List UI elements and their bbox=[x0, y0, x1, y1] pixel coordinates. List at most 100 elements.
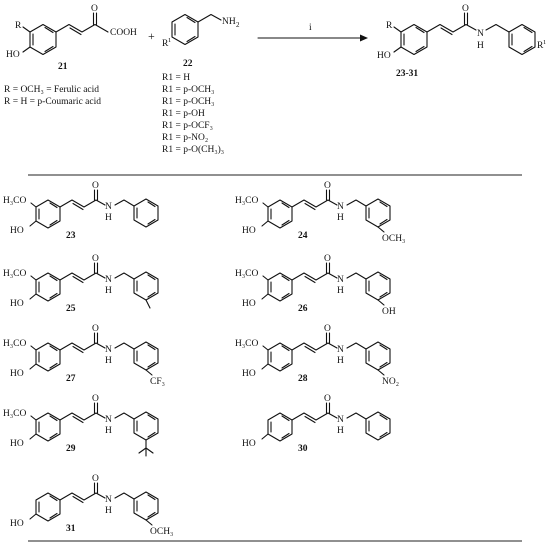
amide-h-label: H bbox=[337, 356, 344, 366]
compound-number: 31 bbox=[66, 524, 76, 534]
amide-n-label: N bbox=[105, 345, 112, 355]
compound-number: 28 bbox=[298, 374, 308, 384]
amine-r1-label: R bbox=[162, 39, 169, 49]
compound-skeleton bbox=[261, 332, 391, 372]
ho-label: HO bbox=[6, 50, 20, 60]
benzylamine-structure: NH 2 R 1 22 bbox=[162, 13, 240, 69]
amide-h-label: H bbox=[105, 506, 112, 516]
methyl-bond bbox=[145, 299, 151, 309]
reagent-label: i bbox=[309, 23, 312, 33]
reaction-arrow: i bbox=[257, 23, 368, 42]
methoxy-bond bbox=[30, 345, 37, 351]
compound-skeleton bbox=[29, 332, 159, 372]
acid-compound-number: 21 bbox=[58, 62, 68, 72]
para-substituent-label: CF₃ bbox=[150, 377, 165, 387]
amide-h-label: H bbox=[337, 286, 344, 296]
carbonyl-oxygen-label: O bbox=[324, 394, 331, 404]
carbonyl-oxygen-label: O bbox=[324, 181, 331, 191]
product-r1-superscript: 1 bbox=[543, 39, 546, 46]
cooh-label: COOH bbox=[110, 28, 137, 38]
hydroxy-label: HO bbox=[242, 369, 256, 379]
methoxy-label: H₃CO bbox=[235, 196, 259, 206]
amine-nh-label: NH bbox=[222, 17, 236, 27]
compound-skeleton bbox=[261, 262, 391, 302]
r-definition-ferulic: R = OCH₃ = Ferulic acid bbox=[4, 85, 99, 95]
compound-number: 26 bbox=[298, 304, 308, 314]
compound-29: H₃CO HO O NH 29 bbox=[3, 394, 159, 457]
r1-option: R1 = H bbox=[162, 73, 190, 83]
compound-skeleton bbox=[29, 189, 159, 229]
amide-n-label: N bbox=[105, 275, 112, 285]
amide-h-label: H bbox=[105, 286, 112, 296]
r1-option: R1 = p-OCH₃ bbox=[162, 97, 214, 107]
tert-butyl-bonds bbox=[138, 439, 154, 457]
compound-skeleton bbox=[29, 482, 159, 522]
r1-option: R1 = p-NO₂ bbox=[162, 133, 208, 143]
r1-option: R1 = p-OCF₃ bbox=[162, 121, 213, 131]
para-substituent-label: OCH₃ bbox=[382, 234, 405, 244]
amide-n-label: N bbox=[105, 495, 112, 505]
methoxy-bond bbox=[30, 415, 37, 421]
methoxy-label: H₃CO bbox=[235, 269, 259, 279]
amide-n-label: N bbox=[105, 202, 112, 212]
carbonyl-oxygen-label: O bbox=[92, 474, 99, 484]
r1-option: R1 = p-OCH₃ bbox=[162, 85, 214, 95]
amide-h-label: H bbox=[105, 213, 112, 223]
para-substituent-label: NO₂ bbox=[382, 377, 399, 387]
product-r1-label: R bbox=[537, 41, 544, 51]
amide-n-label: N bbox=[337, 345, 344, 355]
para-substituent-bond bbox=[145, 369, 153, 376]
product-structure: O N H R HO R 1 23-31 bbox=[377, 4, 546, 79]
methoxy-bond bbox=[30, 275, 37, 281]
para-substituent-bond bbox=[145, 519, 153, 526]
methoxy-bond bbox=[262, 275, 269, 281]
compound-number: 27 bbox=[66, 374, 76, 384]
methoxy-label: H₃CO bbox=[3, 269, 27, 279]
hydroxy-label: HO bbox=[10, 439, 24, 449]
hydroxy-label: HO bbox=[10, 226, 24, 236]
compound-skeleton bbox=[261, 189, 391, 229]
r1-option: R1 = p-O(CH₃)₃ bbox=[162, 144, 224, 155]
methoxy-label: H₃CO bbox=[235, 339, 259, 349]
hydroxy-label: HO bbox=[10, 519, 24, 529]
methoxy-bond bbox=[262, 202, 269, 208]
compound-number: 29 bbox=[66, 444, 76, 454]
product-ho-label: HO bbox=[377, 51, 391, 61]
amide-n-label: N bbox=[337, 415, 344, 425]
compound-skeleton bbox=[261, 402, 391, 442]
carbonyl-oxygen-label: O bbox=[92, 324, 99, 334]
product-h-label: H bbox=[477, 41, 484, 51]
para-substituent-bond bbox=[377, 299, 385, 306]
hydroxy-label: HO bbox=[10, 299, 24, 309]
product-r-label: R bbox=[386, 21, 393, 31]
carbonyl-oxygen-label: O bbox=[92, 394, 99, 404]
compound-number: 23 bbox=[66, 231, 76, 241]
amine-nh2-subscript: 2 bbox=[236, 21, 240, 29]
r-label: R bbox=[15, 21, 22, 31]
amide-h-label: H bbox=[105, 426, 112, 436]
methoxy-bond bbox=[262, 345, 269, 351]
methoxy-label: H₃CO bbox=[3, 409, 27, 419]
para-substituent-bond bbox=[377, 369, 385, 376]
carbonyl-oxygen-label: O bbox=[324, 254, 331, 264]
hydroxy-label: HO bbox=[10, 369, 24, 379]
plus-sign: + bbox=[148, 29, 155, 43]
product-compound-number: 23-31 bbox=[396, 69, 418, 79]
product-n-label: N bbox=[477, 29, 484, 39]
methoxy-label: H₃CO bbox=[3, 196, 27, 206]
amide-n-label: N bbox=[337, 275, 344, 285]
compound-number: 25 bbox=[66, 304, 76, 314]
hydroxy-label: HO bbox=[242, 226, 256, 236]
ferulic-acid-structure: O COOH R HO 21 bbox=[6, 4, 137, 72]
amide-n-label: N bbox=[105, 415, 112, 425]
r1-option: R1 = p-OH bbox=[162, 109, 205, 119]
